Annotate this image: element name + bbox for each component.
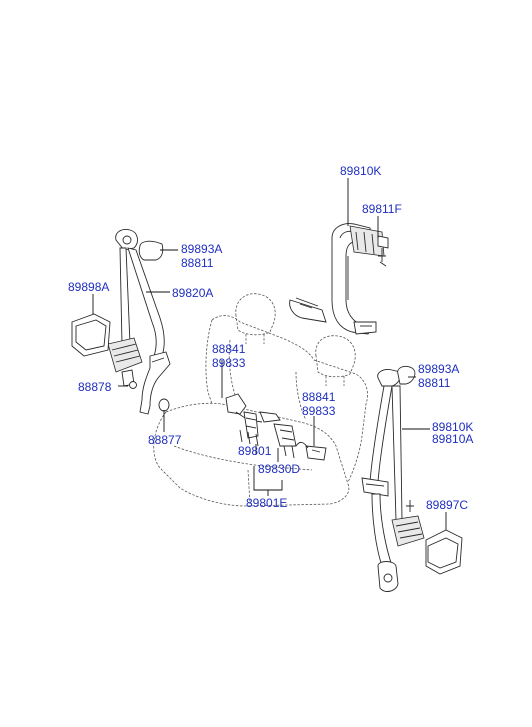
part-label-89830d[interactable]: 89830D	[258, 462, 301, 476]
rear-center-belt	[289, 223, 389, 335]
part-label-89893a-right[interactable]: 89893A	[418, 362, 460, 376]
right-seat-belt	[361, 365, 463, 592]
part-label-89820a[interactable]: 89820A	[172, 286, 214, 300]
part-label-89893a-left[interactable]: 89893A	[181, 242, 223, 256]
part-label-89810a[interactable]: 89810A	[432, 432, 474, 446]
part-label-89811f[interactable]: 89811F	[362, 202, 402, 216]
part-label-88811-left[interactable]: 88811	[181, 256, 214, 270]
part-label-89897c[interactable]: 89897C	[426, 498, 469, 512]
part-label-88841-left[interactable]: 88841	[212, 342, 246, 356]
part-label-89833-mid[interactable]: 89833	[302, 404, 336, 418]
part-label-89801e[interactable]: 89801E	[246, 496, 288, 510]
left-seat-belt	[71, 229, 171, 415]
part-label-88811-right[interactable]: 88811	[418, 376, 451, 390]
part-label-89810k-right[interactable]: 89810K	[432, 420, 474, 434]
part-label-89801[interactable]: 89801	[238, 444, 272, 458]
part-label-88877[interactable]: 88877	[148, 433, 182, 447]
part-label-89898a[interactable]: 89898A	[68, 280, 110, 294]
part-label-89833-left[interactable]: 89833	[212, 356, 246, 370]
center-buckles	[225, 393, 327, 461]
part-label-89810k-top[interactable]: 89810K	[340, 164, 382, 178]
leader-lines	[92, 178, 447, 530]
part-label-88841-mid[interactable]: 88841	[302, 390, 336, 404]
part-label-88878[interactable]: 88878	[78, 380, 112, 394]
rear-seat-outline	[153, 293, 368, 507]
